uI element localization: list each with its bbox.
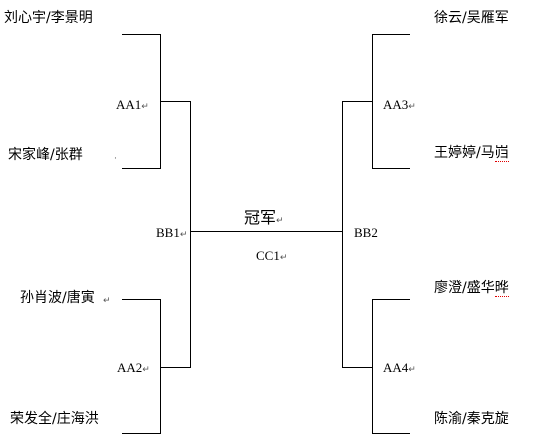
bracket-line — [190, 101, 191, 368]
paragraph-mark: ↵ — [142, 365, 150, 375]
bracket-line — [122, 34, 160, 35]
team-right-top-1: 徐云/吴雁军 — [434, 10, 509, 26]
match-code-text: AA4 — [383, 360, 409, 375]
team-name-text: 晔 — [494, 280, 509, 297]
bracket-line — [372, 433, 410, 434]
bracket-line — [160, 101, 190, 102]
team-right-top-2: 王婷婷/马岿 — [434, 145, 509, 162]
bracket-line — [342, 101, 372, 102]
match-code-text: AA1 — [116, 97, 142, 112]
match-code-aa4: AA4↵ — [383, 360, 416, 376]
team-left-bottom-2: 荣发全/庄海洪 — [10, 411, 99, 427]
match-code-cc1: CC1↵ — [256, 248, 288, 264]
bracket-line — [160, 367, 190, 368]
team-left-top-1: 刘心宇/李景明 — [4, 10, 93, 26]
match-code-bb1: BB1↵ — [156, 225, 188, 241]
bracket-line — [122, 433, 160, 434]
paragraph-mark: ↵ — [408, 365, 416, 375]
match-code-aa2: AA2↵ — [117, 360, 150, 376]
match-code-text: BB2 — [354, 225, 378, 240]
bracket-line — [342, 367, 372, 368]
team-name-text: 廖澄/盛华 — [434, 280, 495, 296]
match-code-bb2: BB2 — [354, 226, 378, 240]
bracket-line — [372, 34, 410, 35]
paragraph-mark: · — [114, 154, 117, 164]
bracket-line — [342, 101, 343, 368]
final-line — [190, 231, 342, 232]
bracket-line — [372, 299, 410, 300]
match-code-aa3: AA3↵ — [383, 97, 416, 113]
match-code-aa1: AA1↵ — [116, 97, 149, 113]
paragraph-mark: ↵ — [276, 216, 284, 226]
team-left-bottom-1: 孙肖波/唐寅 — [20, 290, 95, 306]
champion-label: 冠军↵ — [244, 209, 284, 227]
paragraph-mark: ↵ — [408, 102, 416, 112]
team-left-top-2: 宋家峰/张群 — [8, 147, 83, 163]
team-right-bottom-2: 陈渝/秦克旋 — [434, 411, 509, 427]
bracket-line — [122, 168, 160, 169]
team-name-text: 王婷婷/马 — [434, 145, 495, 161]
match-code-text: AA3 — [383, 97, 409, 112]
bracket-line — [372, 34, 373, 169]
paragraph-mark: ↵ — [103, 296, 111, 306]
match-code-text: AA2 — [117, 360, 143, 375]
bracket-line — [372, 299, 373, 434]
bracket-line — [372, 168, 410, 169]
paragraph-mark: ↵ — [141, 102, 149, 112]
match-code-text: CC1 — [256, 248, 280, 263]
team-name-text: 岿 — [494, 145, 509, 162]
bracket-line — [122, 299, 160, 300]
team-right-bottom-1: 廖澄/盛华晔 — [434, 280, 509, 297]
champion-text: 冠军 — [244, 208, 277, 227]
paragraph-mark: ↵ — [179, 230, 188, 240]
match-code-text: BB1 — [156, 225, 180, 240]
paragraph-mark: ↵ — [279, 253, 288, 263]
bracket-line — [160, 299, 161, 434]
